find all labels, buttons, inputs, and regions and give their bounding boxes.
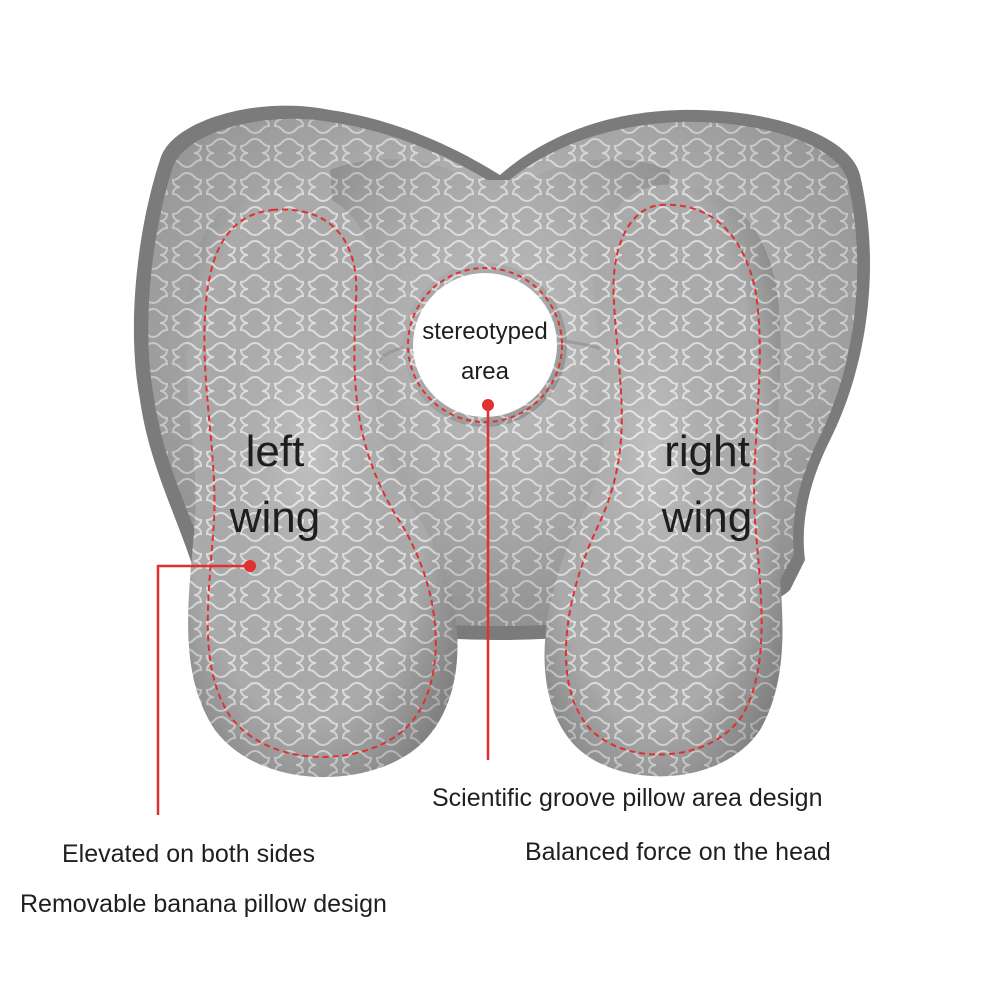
right-wing-label-line1: right [664,427,750,476]
callout-center [482,399,494,760]
right-wing-label: right wing [632,430,782,540]
elevated-caption-line1: Elevated on both sides [62,840,315,868]
stereotyped-area-label: stereotyped area [405,318,565,386]
left-wing-pillow [185,188,458,778]
groove-caption-line1: Scientific groove pillow area design [432,784,823,812]
right-wing-label-line2: wing [661,493,753,542]
right-wing-pillow [544,184,783,777]
head-ring [403,263,567,427]
elevated-caption-line2: Removable banana pillow design [20,890,387,918]
left-wing-label: left wing [200,430,350,540]
stereotyped-label-line1: stereotyped [422,318,548,345]
stereotyped-label-line2: area [460,358,510,385]
left-wing-label-line2: wing [229,493,321,542]
left-wing-label-line1: left [245,427,305,476]
groove-caption-line2: Balanced force on the head [525,838,831,866]
callout-left [156,560,256,815]
